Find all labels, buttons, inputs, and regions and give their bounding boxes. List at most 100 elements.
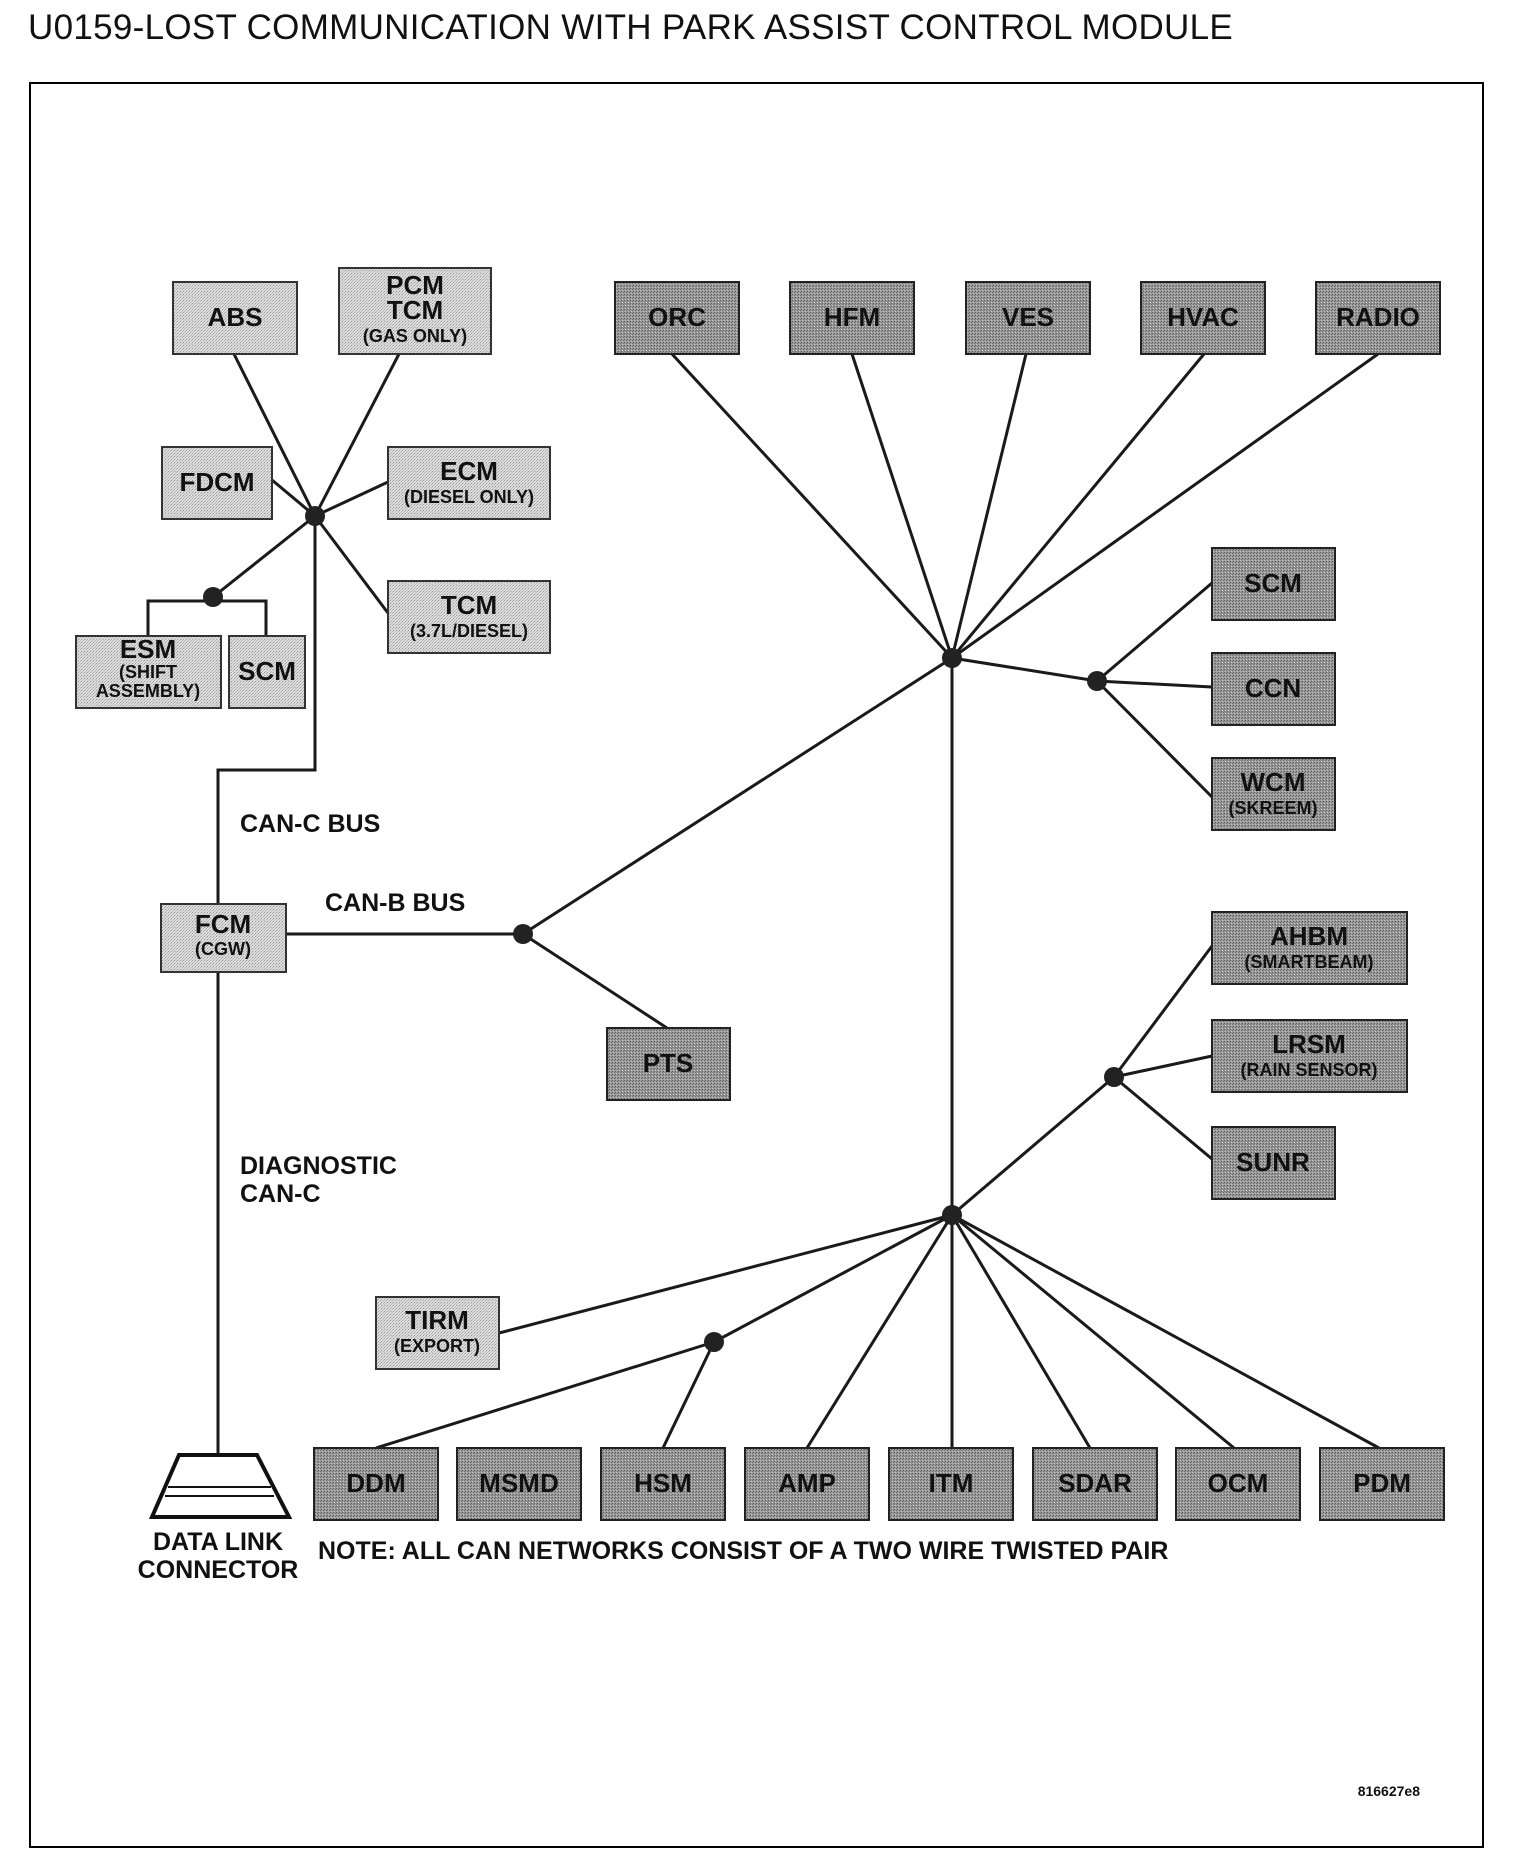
module-tirm: TIRM (EXPORT)	[375, 1296, 500, 1370]
wire-ddm	[375, 1340, 715, 1450]
module-esm: ESM (SHIFT ASSEMBLY)	[75, 634, 222, 709]
module-esm-sublabel-1: (SHIFT	[119, 662, 177, 682]
wire-esm-scm-bracket	[146, 599, 268, 636]
wire-sdar	[950, 1214, 1092, 1449]
wire-ocm	[951, 1213, 1235, 1450]
module-ecm-sublabel: (DIESEL ONLY)	[404, 487, 534, 507]
splice-can-b-right	[1087, 671, 1107, 691]
can-c-bus-label: CAN-C BUS	[240, 810, 380, 838]
wire-sunr	[1113, 1075, 1213, 1161]
module-fcm-label: FCM	[195, 909, 251, 939]
wire-pcm-tcm	[313, 351, 402, 517]
module-scm-left-label: SCM	[238, 656, 296, 686]
splice-esm-scm	[203, 587, 223, 607]
wire-lower-right-branch	[951, 1075, 1115, 1217]
module-ccn-label: CCN	[1245, 673, 1301, 703]
wire-esm-scm-branch	[212, 514, 316, 599]
module-ves-label: VES	[1002, 302, 1054, 332]
splice-can-b-fcm	[513, 924, 533, 944]
module-tcm-3-7l-label: TCM	[441, 590, 497, 620]
wire-right-branch	[951, 656, 1098, 683]
wire-scm-right	[1096, 581, 1213, 683]
wire-ahbm	[1112, 945, 1214, 1078]
module-tcm-label: TCM	[387, 295, 443, 325]
module-amp-label: AMP	[778, 1468, 836, 1498]
data-link-connector-label-1: DATA LINK	[153, 1528, 283, 1556]
splice-can-b-upper	[942, 648, 962, 668]
module-lrsm-sublabel: (RAIN SENSOR)	[1240, 1060, 1377, 1080]
wire-radio	[951, 352, 1379, 660]
wire-abs	[231, 351, 317, 517]
wire-orc	[670, 352, 954, 660]
can-b-wires	[286, 352, 1380, 1450]
wire-pdm	[951, 1213, 1380, 1450]
splice-can-c	[305, 506, 325, 526]
module-wcm-sublabel: (SKREEM)	[1229, 798, 1318, 818]
module-pts: PTS	[606, 1027, 731, 1101]
module-ahbm-sublabel: (SMARTBEAM)	[1245, 952, 1374, 972]
wire-lrsm	[1113, 1054, 1213, 1079]
module-abs-label: ABS	[208, 302, 263, 332]
module-sdar: SDAR	[1032, 1447, 1158, 1521]
module-abs: ABS	[172, 281, 298, 355]
module-radio-label: RADIO	[1336, 302, 1420, 332]
wire-ccn	[1096, 679, 1213, 689]
can-b-bus-label: CAN-B BUS	[325, 889, 465, 917]
splice-points	[203, 506, 1124, 1352]
module-wcm: WCM (SKREEM)	[1211, 757, 1336, 831]
module-hsm: HSM	[600, 1447, 726, 1521]
module-msmd: MSMD	[456, 1447, 582, 1521]
module-scm-left: SCM	[228, 635, 306, 709]
module-pdm: PDM	[1319, 1447, 1445, 1521]
module-tcm-sublabel: (3.7L/DIESEL)	[410, 621, 528, 641]
module-pts-label: PTS	[643, 1048, 694, 1078]
data-link-connector	[148, 1453, 293, 1519]
module-sunr: SUNR	[1211, 1126, 1336, 1200]
module-lrsm: LRSM (RAIN SENSOR)	[1211, 1019, 1408, 1093]
module-pcm-label: PCM	[386, 270, 444, 300]
wire-amp	[805, 1214, 954, 1449]
splice-can-b-lower-right	[1104, 1067, 1124, 1087]
module-pcm-tcm-sublabel: (GAS ONLY)	[363, 326, 467, 346]
module-sdar-label: SDAR	[1058, 1468, 1132, 1498]
page-title: U0159-LOST COMMUNICATION WITH PARK ASSIS…	[28, 8, 1234, 47]
module-hfm-label: HFM	[824, 302, 880, 332]
module-pcm-tcm: PCM TCM (GAS ONLY)	[338, 267, 492, 355]
module-lrsm-label: LRSM	[1272, 1029, 1346, 1059]
wire-hfm	[850, 353, 954, 659]
wire-hsm	[661, 1341, 716, 1449]
module-ddm-label: DDM	[346, 1468, 405, 1498]
module-esm-label: ESM	[120, 634, 176, 664]
module-boxes: ABS PCM TCM (GAS ONLY) FDCM ECM (DIESEL …	[75, 267, 1445, 1521]
figure-id: 816627e8	[1358, 1783, 1421, 1799]
wire-pts	[522, 932, 668, 1030]
wire-ves	[950, 353, 1028, 659]
module-fdcm-label: FDCM	[179, 467, 254, 497]
module-ahbm-label: AHBM	[1270, 921, 1348, 951]
wire-tcm	[313, 515, 390, 614]
module-orc: ORC	[614, 281, 740, 355]
diagnostic-label-line-2: CAN-C	[240, 1180, 321, 1208]
wire-can-c-bus	[216, 516, 317, 904]
splice-can-b-lower	[942, 1205, 962, 1225]
module-esm-sublabel-2: ASSEMBLY)	[96, 681, 200, 701]
module-ecm: ECM (DIESEL ONLY)	[387, 446, 551, 520]
module-msmd-label: MSMD	[479, 1468, 558, 1498]
module-itm: ITM	[888, 1447, 1014, 1521]
module-fdcm: FDCM	[161, 446, 273, 520]
splice-ddm-hsm	[704, 1332, 724, 1352]
module-tcm: TCM (3.7L/DIESEL)	[387, 580, 551, 654]
module-ocm: OCM	[1175, 1447, 1301, 1521]
diagram-frame	[29, 82, 1484, 1848]
module-fcm-sublabel: (CGW)	[195, 939, 251, 959]
module-pdm-label: PDM	[1353, 1468, 1411, 1498]
module-ddm: DDM	[313, 1447, 439, 1521]
can-c-wires	[146, 351, 402, 1455]
module-ecm-label: ECM	[440, 456, 498, 486]
diagnostic-label-line-1: DIAGNOSTIC	[240, 1152, 397, 1180]
module-sunr-label: SUNR	[1236, 1147, 1310, 1177]
module-hfm: HFM	[789, 281, 915, 355]
module-orc-label: ORC	[648, 302, 706, 332]
wire-upper-trunk	[522, 656, 953, 936]
